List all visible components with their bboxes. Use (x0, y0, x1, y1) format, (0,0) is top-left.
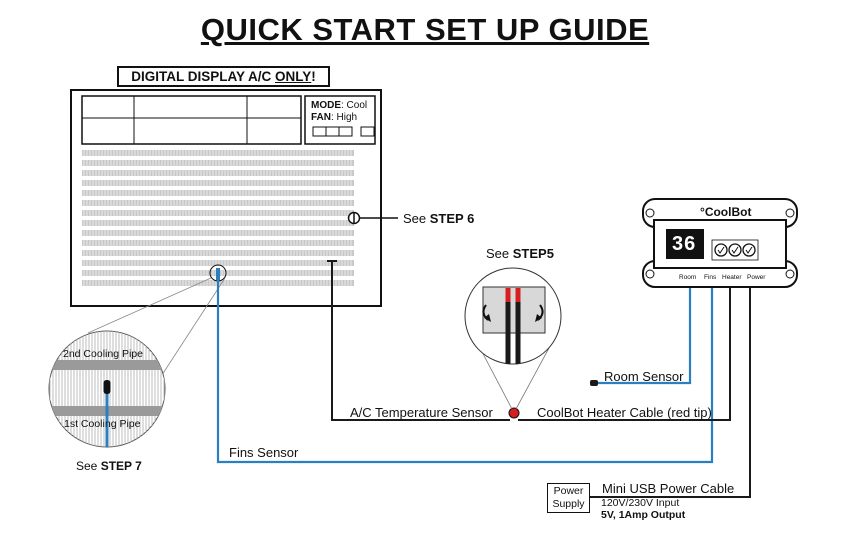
grille-stripe (82, 200, 354, 206)
ac-mode-display: MODE: Cool FAN: High (311, 100, 367, 124)
grille-stripe (82, 190, 354, 196)
grille-stripe (82, 180, 354, 186)
power-supply-line1: Power (553, 485, 584, 497)
fan-value: : High (331, 112, 358, 123)
step7-prefix: See (76, 459, 101, 473)
room-sensor-label: Room Sensor (604, 369, 684, 384)
fins-sensor-label: Fins Sensor (229, 445, 299, 460)
ac-temp-sensor-label: A/C Temperature Sensor (350, 405, 493, 420)
step5-zoom-detail (464, 267, 562, 365)
ac-label-end: ! (311, 69, 316, 84)
grille-stripe (82, 230, 354, 236)
step6-label: See STEP 6 (403, 211, 474, 226)
coolbot-display-value: 36 (672, 233, 697, 255)
fins-zoom-detail (48, 330, 166, 448)
coolbot-logo: °CoolBot (700, 205, 752, 219)
coolbot-logo-text: CoolBot (704, 205, 752, 219)
page-title: QUICK START SET UP GUIDE (200, 12, 650, 47)
room-sensor-wire (596, 286, 692, 385)
heater-cable-label: CoolBot Heater Cable (red tip) (537, 405, 712, 420)
step5-prefix: See (486, 246, 513, 261)
pipe-top-label: 2nd Cooling Pipe (63, 348, 143, 360)
ac-temp-sensor-wire (331, 261, 510, 421)
fins-sensor-wire (216, 279, 714, 464)
fan-key: FAN (311, 112, 331, 123)
port-heater: Heater (722, 274, 742, 281)
usb-cable-label: Mini USB Power Cable (602, 481, 735, 496)
power-supply-box: Power Supply (547, 483, 590, 513)
power-supply-line2: Supply (552, 498, 585, 510)
ac-label-text: DIGITAL DISPLAY A/C (131, 69, 275, 84)
step6-prefix: See (403, 211, 430, 226)
port-fins: Fins (704, 274, 717, 281)
grille-stripe (82, 250, 354, 256)
grille-stripe (82, 260, 354, 266)
step7-label: See STEP 7 (76, 459, 142, 473)
grille-stripe (82, 170, 354, 176)
step5-label: See STEP5 (486, 246, 554, 261)
input-spec: 120V/230V Input (601, 497, 680, 509)
grille-stripe (82, 240, 354, 246)
red-tip (508, 407, 520, 419)
step7-name: STEP 7 (100, 459, 142, 473)
coolbot-device (642, 198, 798, 288)
heater-cable (518, 286, 731, 421)
output-spec: 5V, 1Amp Output (601, 509, 686, 521)
mode-value: : Cool (341, 100, 368, 111)
step6-name: STEP 6 (429, 211, 475, 226)
grille-stripe (82, 160, 354, 166)
step5-name: STEP5 (512, 246, 554, 261)
ac-label: DIGITAL DISPLAY A/C ONLY! (117, 66, 330, 87)
port-power: Power (747, 274, 766, 281)
ac-label-emphasis: ONLY (275, 69, 312, 84)
pipe-bottom-label: 1st Cooling Pipe (64, 418, 141, 430)
grille-stripe (82, 210, 354, 216)
grille-stripe (82, 150, 354, 156)
port-room: Room (679, 274, 697, 281)
mode-key: MODE (311, 100, 341, 111)
grille-stripe (82, 220, 354, 226)
power-cable (590, 286, 751, 498)
